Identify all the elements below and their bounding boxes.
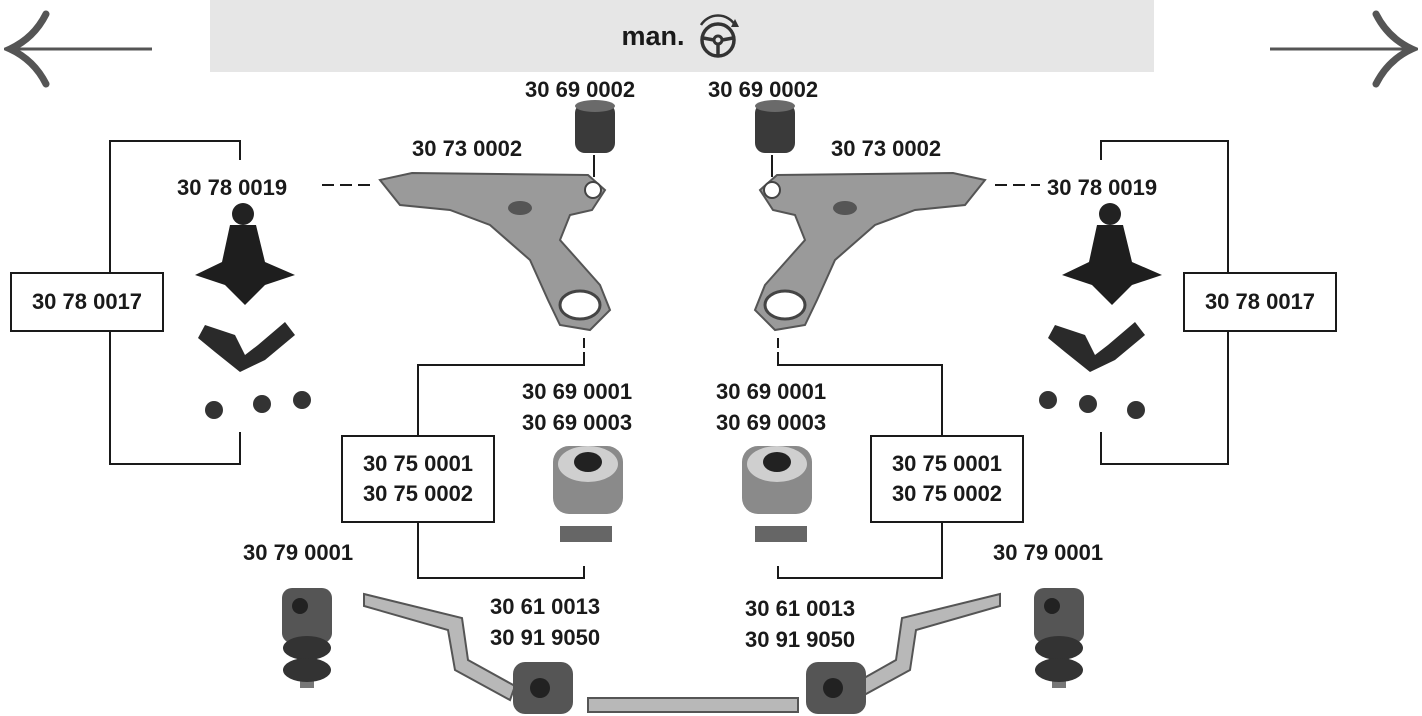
part-number-rear-bushing-left-2[interactable]: 30 69 0003 (522, 410, 633, 435)
header-banner: man. (210, 0, 1154, 72)
part-number-bushing-kit-left[interactable]: 30 75 0001 30 75 0002 (341, 435, 495, 523)
ball-joint-right-image (1039, 203, 1162, 419)
page-title: man. (621, 20, 685, 51)
rear-bushing-left-image (553, 446, 623, 542)
part-number-top-bushing-right[interactable]: 30 69 0002 (708, 77, 819, 102)
stabilizer-link-left-image (282, 588, 332, 688)
part-number-control-arm-left[interactable]: 30 73 0002 (412, 136, 523, 161)
ball-joint-left-image (195, 203, 311, 419)
part-number-ball-joint-right[interactable]: 30 78 0019 (1047, 175, 1158, 200)
part-number-stabilizer-bushing-right-1[interactable]: 30 61 0013 (745, 596, 856, 621)
stabilizer-bar-image (363, 592, 1001, 713)
control-arm-right-image (753, 171, 987, 332)
rear-bushing-right-image (742, 446, 812, 542)
steering-wheel-icon (699, 14, 739, 58)
part-number-ball-joint-kit-right[interactable]: 30 78 0017 (1183, 272, 1337, 332)
part-number-control-arm-right[interactable]: 30 73 0002 (831, 136, 942, 161)
part-number-stabilizer-bushing-right-2[interactable]: 30 91 9050 (745, 627, 856, 652)
part-number-ball-joint-left[interactable]: 30 78 0019 (177, 175, 288, 200)
part-number-top-bushing-left[interactable]: 30 69 0002 (525, 77, 636, 102)
part-number-stabilizer-link-right[interactable]: 30 79 0001 (993, 540, 1104, 565)
part-number-bushing-kit-right[interactable]: 30 75 0001 30 75 0002 (870, 435, 1024, 523)
stabilizer-link-right-image (1034, 588, 1084, 688)
part-number-rear-bushing-right-2[interactable]: 30 69 0003 (716, 410, 827, 435)
part-number-stabilizer-link-left[interactable]: 30 79 0001 (243, 540, 354, 565)
part-number-ball-joint-kit-left[interactable]: 30 78 0017 (10, 272, 164, 332)
stabilizer-bushing-left-image (513, 662, 573, 714)
top-bushing-left-image (575, 100, 615, 153)
top-bushing-right-image (755, 100, 795, 153)
control-arm-left-image (378, 171, 612, 332)
stabilizer-bushing-right-image (806, 662, 866, 714)
part-number-rear-bushing-right-1[interactable]: 30 69 0001 (716, 379, 827, 404)
arrow-right-icon[interactable] (1266, 8, 1418, 90)
part-number-stabilizer-bushing-left-2[interactable]: 30 91 9050 (490, 625, 601, 650)
part-number-stabilizer-bushing-left-1[interactable]: 30 61 0013 (490, 594, 601, 619)
part-number-rear-bushing-left-1[interactable]: 30 69 0001 (522, 379, 633, 404)
arrow-left-icon[interactable] (4, 8, 156, 90)
